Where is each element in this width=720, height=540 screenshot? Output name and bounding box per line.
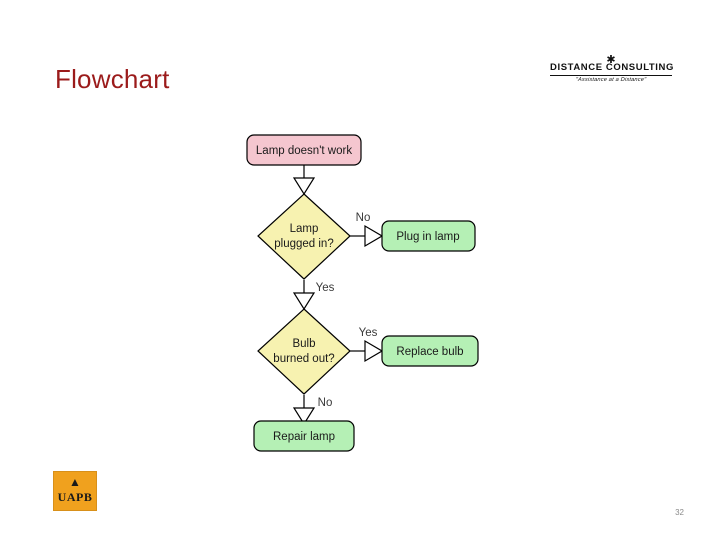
node-label-line1: Bulb (292, 338, 315, 350)
node-label-line2: burned out? (273, 353, 334, 365)
node-label-line1: Lamp (290, 223, 319, 235)
page-number: 32 (675, 508, 684, 517)
node-repair-lamp[interactable]: Repair lamp (253, 420, 355, 452)
org-logo-letters: UAPB (57, 490, 93, 504)
mountain-icon: ▲ (69, 475, 81, 489)
node-lamp-doesnt-work[interactable]: Lamp doesn't work (246, 134, 362, 166)
brand-divider (550, 75, 672, 76)
edge-label-no-plugged-in: No (356, 212, 371, 224)
node-label: Plug in lamp (396, 231, 459, 243)
edge-plugged-in-to-plug-in-lamp (350, 224, 384, 248)
node-bulb-burned-out[interactable]: Bulb burned out? (257, 308, 351, 395)
node-label: Repair lamp (273, 431, 335, 443)
edge-plugged-in-to-bulb (292, 280, 316, 311)
page-title: Flowchart (55, 64, 170, 94)
brand-name: DISTANCE CONSULTING (550, 62, 674, 73)
node-replace-bulb[interactable]: Replace bulb (381, 335, 479, 367)
node-label-line2: plugged in? (274, 238, 333, 250)
flowchart-diagram: Lamp doesn't work Lamp plugged in? No Pl… (230, 118, 500, 458)
node-lamp-plugged-in[interactable]: Lamp plugged in? (257, 193, 351, 280)
node-plug-in-lamp[interactable]: Plug in lamp (381, 220, 476, 252)
org-logo: ▲ UAPB (53, 471, 97, 511)
brand-tagline: "Assistance at a Distance" (575, 77, 647, 83)
node-label: Lamp doesn't work (256, 145, 352, 157)
edge-bulb-to-replace-bulb (350, 339, 384, 363)
brand-logo: ✱ DISTANCE CONSULTING "Assistance at a D… (550, 55, 674, 83)
edge-label-yes-plugged-in: Yes (316, 282, 335, 294)
edge-label-yes-bulb: Yes (359, 327, 378, 339)
edge-bulb-to-repair (292, 395, 316, 426)
edge-lamp-to-plugged-in (292, 164, 316, 196)
star-icon: ✱ (606, 54, 616, 66)
node-label: Replace bulb (396, 346, 463, 358)
edge-label-no-bulb: No (318, 397, 333, 409)
